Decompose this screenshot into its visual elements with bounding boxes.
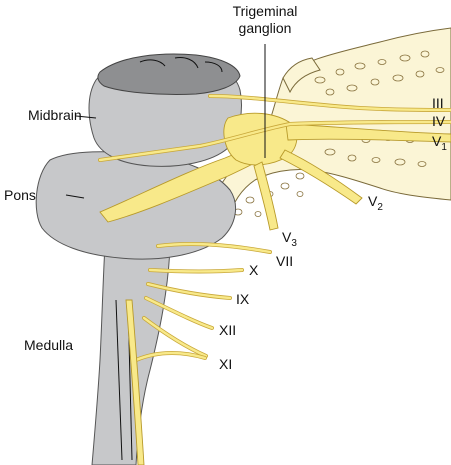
v2-branch bbox=[279, 149, 363, 205]
midbrain-section bbox=[97, 53, 241, 96]
label-midbrain: Midbrain bbox=[28, 107, 82, 123]
label-trigeminal-ganglion-line1: Trigeminal bbox=[233, 3, 298, 19]
leader-lines bbox=[65, 44, 266, 199]
label-v2: V2 bbox=[368, 193, 383, 213]
facial-nerve bbox=[156, 242, 272, 254]
label-v1: V1 bbox=[432, 133, 447, 153]
lower-cranial-nerves bbox=[134, 268, 244, 362]
label-cn-ix: IX bbox=[236, 291, 250, 307]
midbrain-section-grooves bbox=[139, 57, 223, 73]
label-v3: V3 bbox=[282, 229, 297, 249]
v3-branch bbox=[253, 161, 279, 231]
oculomotor-trochlear-nerves bbox=[98, 94, 451, 162]
label-cn-vii: VII bbox=[276, 253, 293, 269]
label-cn-xi: XI bbox=[219, 356, 232, 372]
label-medulla: Medulla bbox=[24, 337, 73, 353]
label-cn-iii: III bbox=[432, 95, 444, 111]
label-cn-xii: XII bbox=[219, 322, 236, 338]
label-trigeminal-ganglion-line2: ganglion bbox=[239, 20, 292, 36]
v1-branch bbox=[285, 123, 451, 143]
label-cn-x: X bbox=[249, 262, 259, 278]
label-cn-iv: IV bbox=[432, 113, 446, 129]
label-pons: Pons bbox=[4, 187, 36, 203]
accessory-spinal-root bbox=[125, 299, 145, 465]
